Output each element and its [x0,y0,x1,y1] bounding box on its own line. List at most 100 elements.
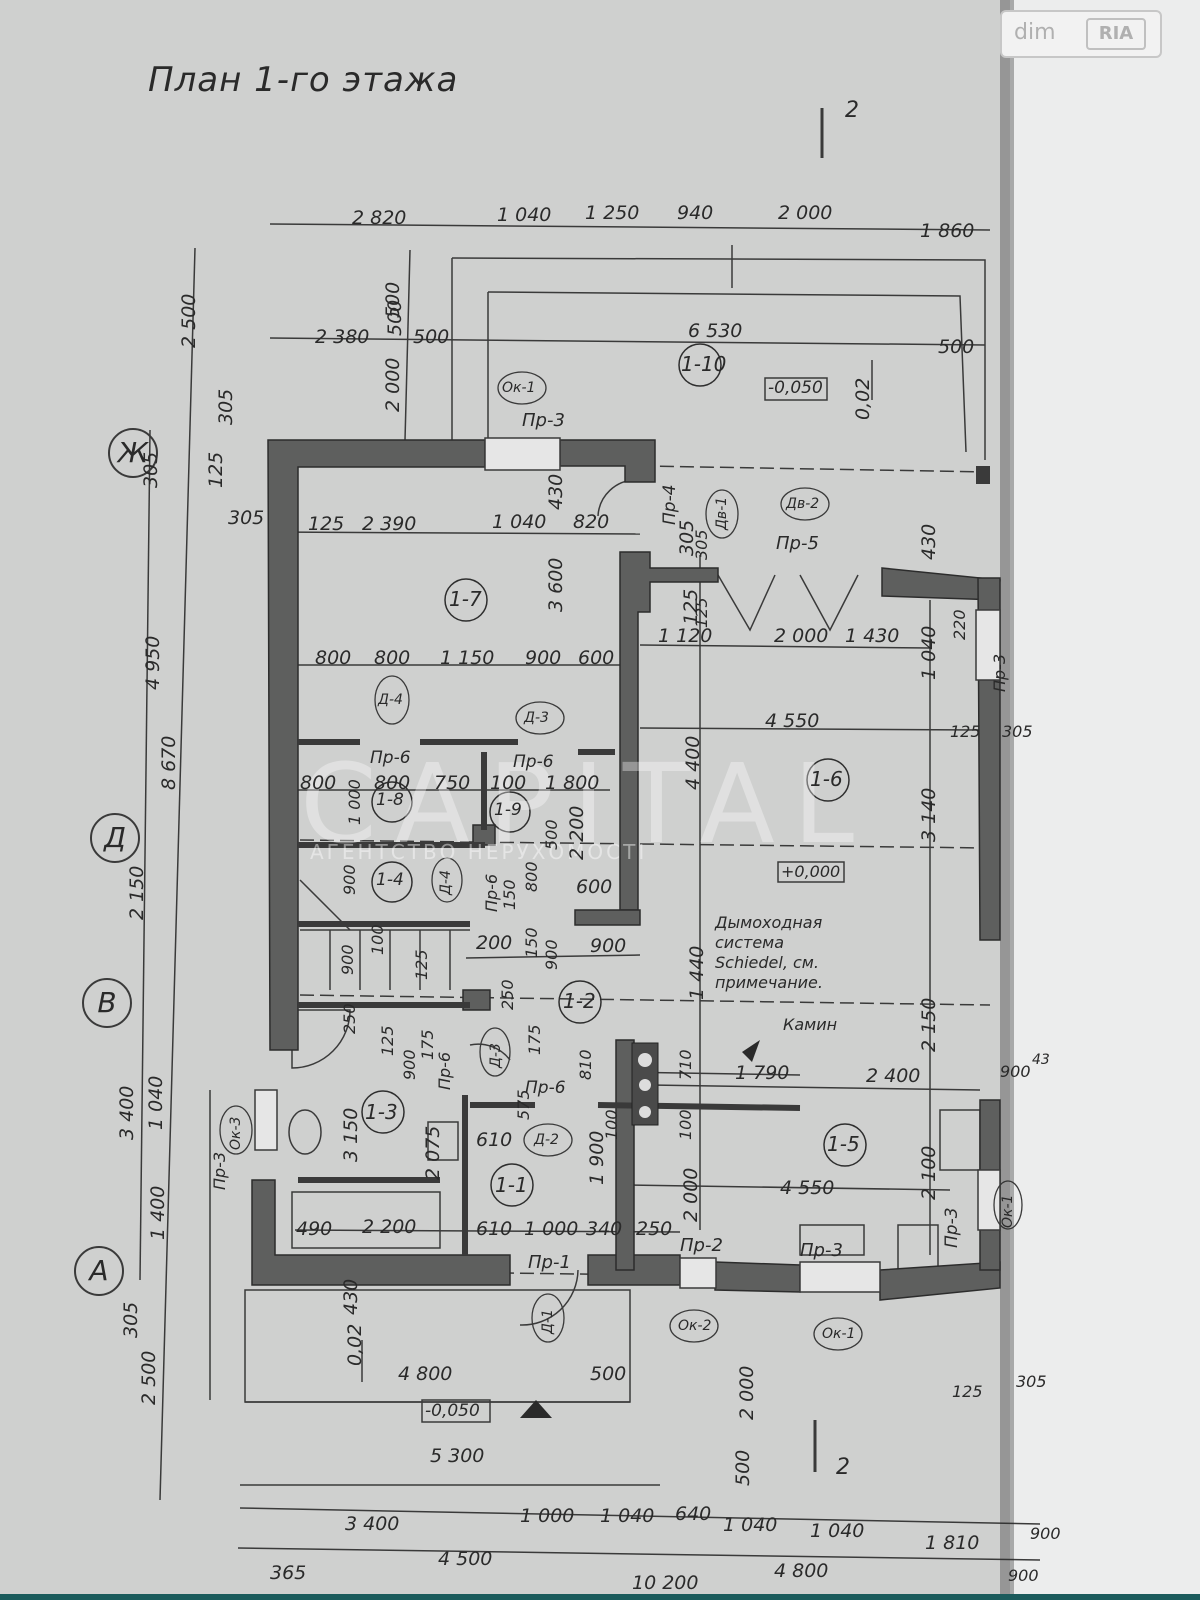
dim-r5-1: 2 400 [866,1065,921,1087]
dim-left-4: 4 950 [142,635,164,690]
tag-ok3: Ок-3 [228,1116,244,1150]
dim-top2-1: 500 [413,326,450,348]
dim-left-11: 2 500 [138,1350,160,1405]
dim-bottom1-7: 900 [1030,1524,1061,1543]
dim-r1-2: 610 [476,1129,513,1151]
dim-left-7: 3 400 [116,1085,138,1140]
dim-misc-20: 100 [602,1109,621,1140]
dim-r2-2: 600 [576,876,613,898]
dim-misc-11: 575 [514,1089,533,1120]
dim-misc-2: 100 [368,924,387,955]
room-1-5: 1-5 [827,1132,860,1156]
dim-inner-v-16: 1 040 [918,625,940,680]
tag-pr3-r2: Пр-3 [942,1207,962,1248]
tag-pr3-right: Пр-3 [990,653,1009,692]
dim-r7i-2: 1 150 [440,647,495,669]
dim-misc-13: 710 [676,1049,695,1080]
dim-misc-8: 175 [418,1029,437,1060]
dim-top1-4: 2 000 [778,202,833,224]
dim-r6-3: 4 550 [765,710,820,732]
dim-misc-4: 125 [412,949,431,980]
dim-bottom1-3: 640 [675,1503,712,1525]
dim-r1-1: 2 200 [362,1216,417,1238]
dim-r1-6: 250 [636,1218,673,1240]
dim-porch-1: 500 [590,1363,627,1385]
drawing-sheet [0,0,1010,1600]
slope-mark-bottom: 0,02 [344,1323,366,1366]
dim-misc-23: 125 [692,597,711,628]
dim-top2-0: 2 380 [315,326,370,348]
dim-bottom2-0: 365 [270,1562,307,1584]
axis-a: А [74,1246,124,1296]
dim-left-1: 305 [215,388,237,425]
dimria-logo[interactable]: dim RIA [1000,10,1162,58]
dim-misc-12: 810 [576,1049,595,1080]
dim-misc-6: 125 [378,1025,397,1056]
dim-r1-0: 490 [296,1218,333,1240]
dim-r5-0: 1 790 [735,1062,790,1084]
dim-r7-1: 125 [308,513,345,535]
dim-inner-v-19: 305 [1002,722,1033,741]
dim-bottom2-2: 4 800 [774,1560,829,1582]
dim-left-5: 8 670 [158,735,180,790]
dim-inner-v-21: 125 [952,1382,983,1401]
section-mark-bottom: 2 [836,1455,850,1480]
dim-misc-16: 800 [522,861,541,892]
tag-pr6-e: Пр-6 [525,1078,566,1098]
dim-misc-7: 900 [400,1049,419,1080]
tag-pr6-c: Пр-6 [482,873,501,912]
dim-r6-0: 1 120 [658,625,713,647]
dim-left-3: 125 [205,451,227,488]
dim-inner-v-8: 1 440 [686,945,708,1000]
room-1-9: 1-9 [494,800,522,820]
dim-r2-0: 200 [476,932,513,954]
dim-porch-0: 4 800 [398,1363,453,1385]
dim-porch-2: 5 300 [430,1445,485,1467]
dim-inner-v-9: 3 150 [340,1107,362,1162]
dim-left-0: 2 500 [178,293,200,348]
dim-top1-0: 2 820 [352,207,407,229]
dim-r6-2: 1 430 [845,625,900,647]
watermark-text: CAPITAL [300,740,873,868]
dim-misc-18: 500 [542,819,561,850]
axis-zh: Ж [108,428,158,478]
dim-inner-v-13: 3 140 [918,787,940,842]
axis-v: В [82,978,132,1028]
room-1-3: 1-3 [365,1100,398,1124]
dim-r6-1: 2 000 [774,625,829,647]
logo-dim-text: dim [1014,20,1056,45]
tag-d1: Д-1 [540,1309,556,1334]
dim-misc-3: 900 [338,944,357,975]
dim-r1-5: 340 [586,1218,623,1240]
dim-r1-4: 1 000 [524,1218,579,1240]
tag-ok1-top: Ок-1 [502,380,536,396]
dim-r7-4: 820 [573,511,610,533]
dim-inner-v-7: 2 200 [566,805,588,860]
dim-r8-3: 100 [490,772,527,794]
tag-pr5: Пр-5 [776,533,819,554]
dim-r7-0: 305 [228,507,265,529]
dim-inner-v-12: 2 000 [680,1167,702,1222]
room-1-1: 1-1 [495,1173,528,1197]
dim-top1-1: 1 040 [497,204,552,226]
dim-misc-19: 900 [542,939,561,970]
dim-r1-3: 610 [476,1218,513,1240]
dim-misc-22: 305 [692,529,711,560]
dim-inner-v-18: 430 [918,523,940,560]
tag-dv2: Дв-2 [786,496,820,512]
room-1-6: 1-6 [810,767,843,791]
level-mark-porch-bottom: -0,050 [425,1401,480,1421]
chimney-note: Дымоходная система Schiedel, см. примеча… [715,913,823,992]
tag-pr6-a: Пр-6 [370,748,411,768]
tag-ok1-bottom: Ок-1 [822,1326,856,1342]
tag-pr6-b: Пр-6 [513,752,554,772]
dim-inner-v-20: 125 [950,722,981,741]
dim-bottom1-0: 3 400 [345,1513,400,1535]
tag-pr3-left: Пр-3 [210,1151,229,1190]
dim-inner-v-3: 3 600 [545,557,567,612]
dim-inner-v-10: 2 075 [422,1125,444,1180]
dim-bottom3-0: 10 200 [632,1572,699,1594]
dim-bottom2-1: 4 500 [438,1548,493,1570]
fireplace-note: Камин [783,1015,838,1034]
